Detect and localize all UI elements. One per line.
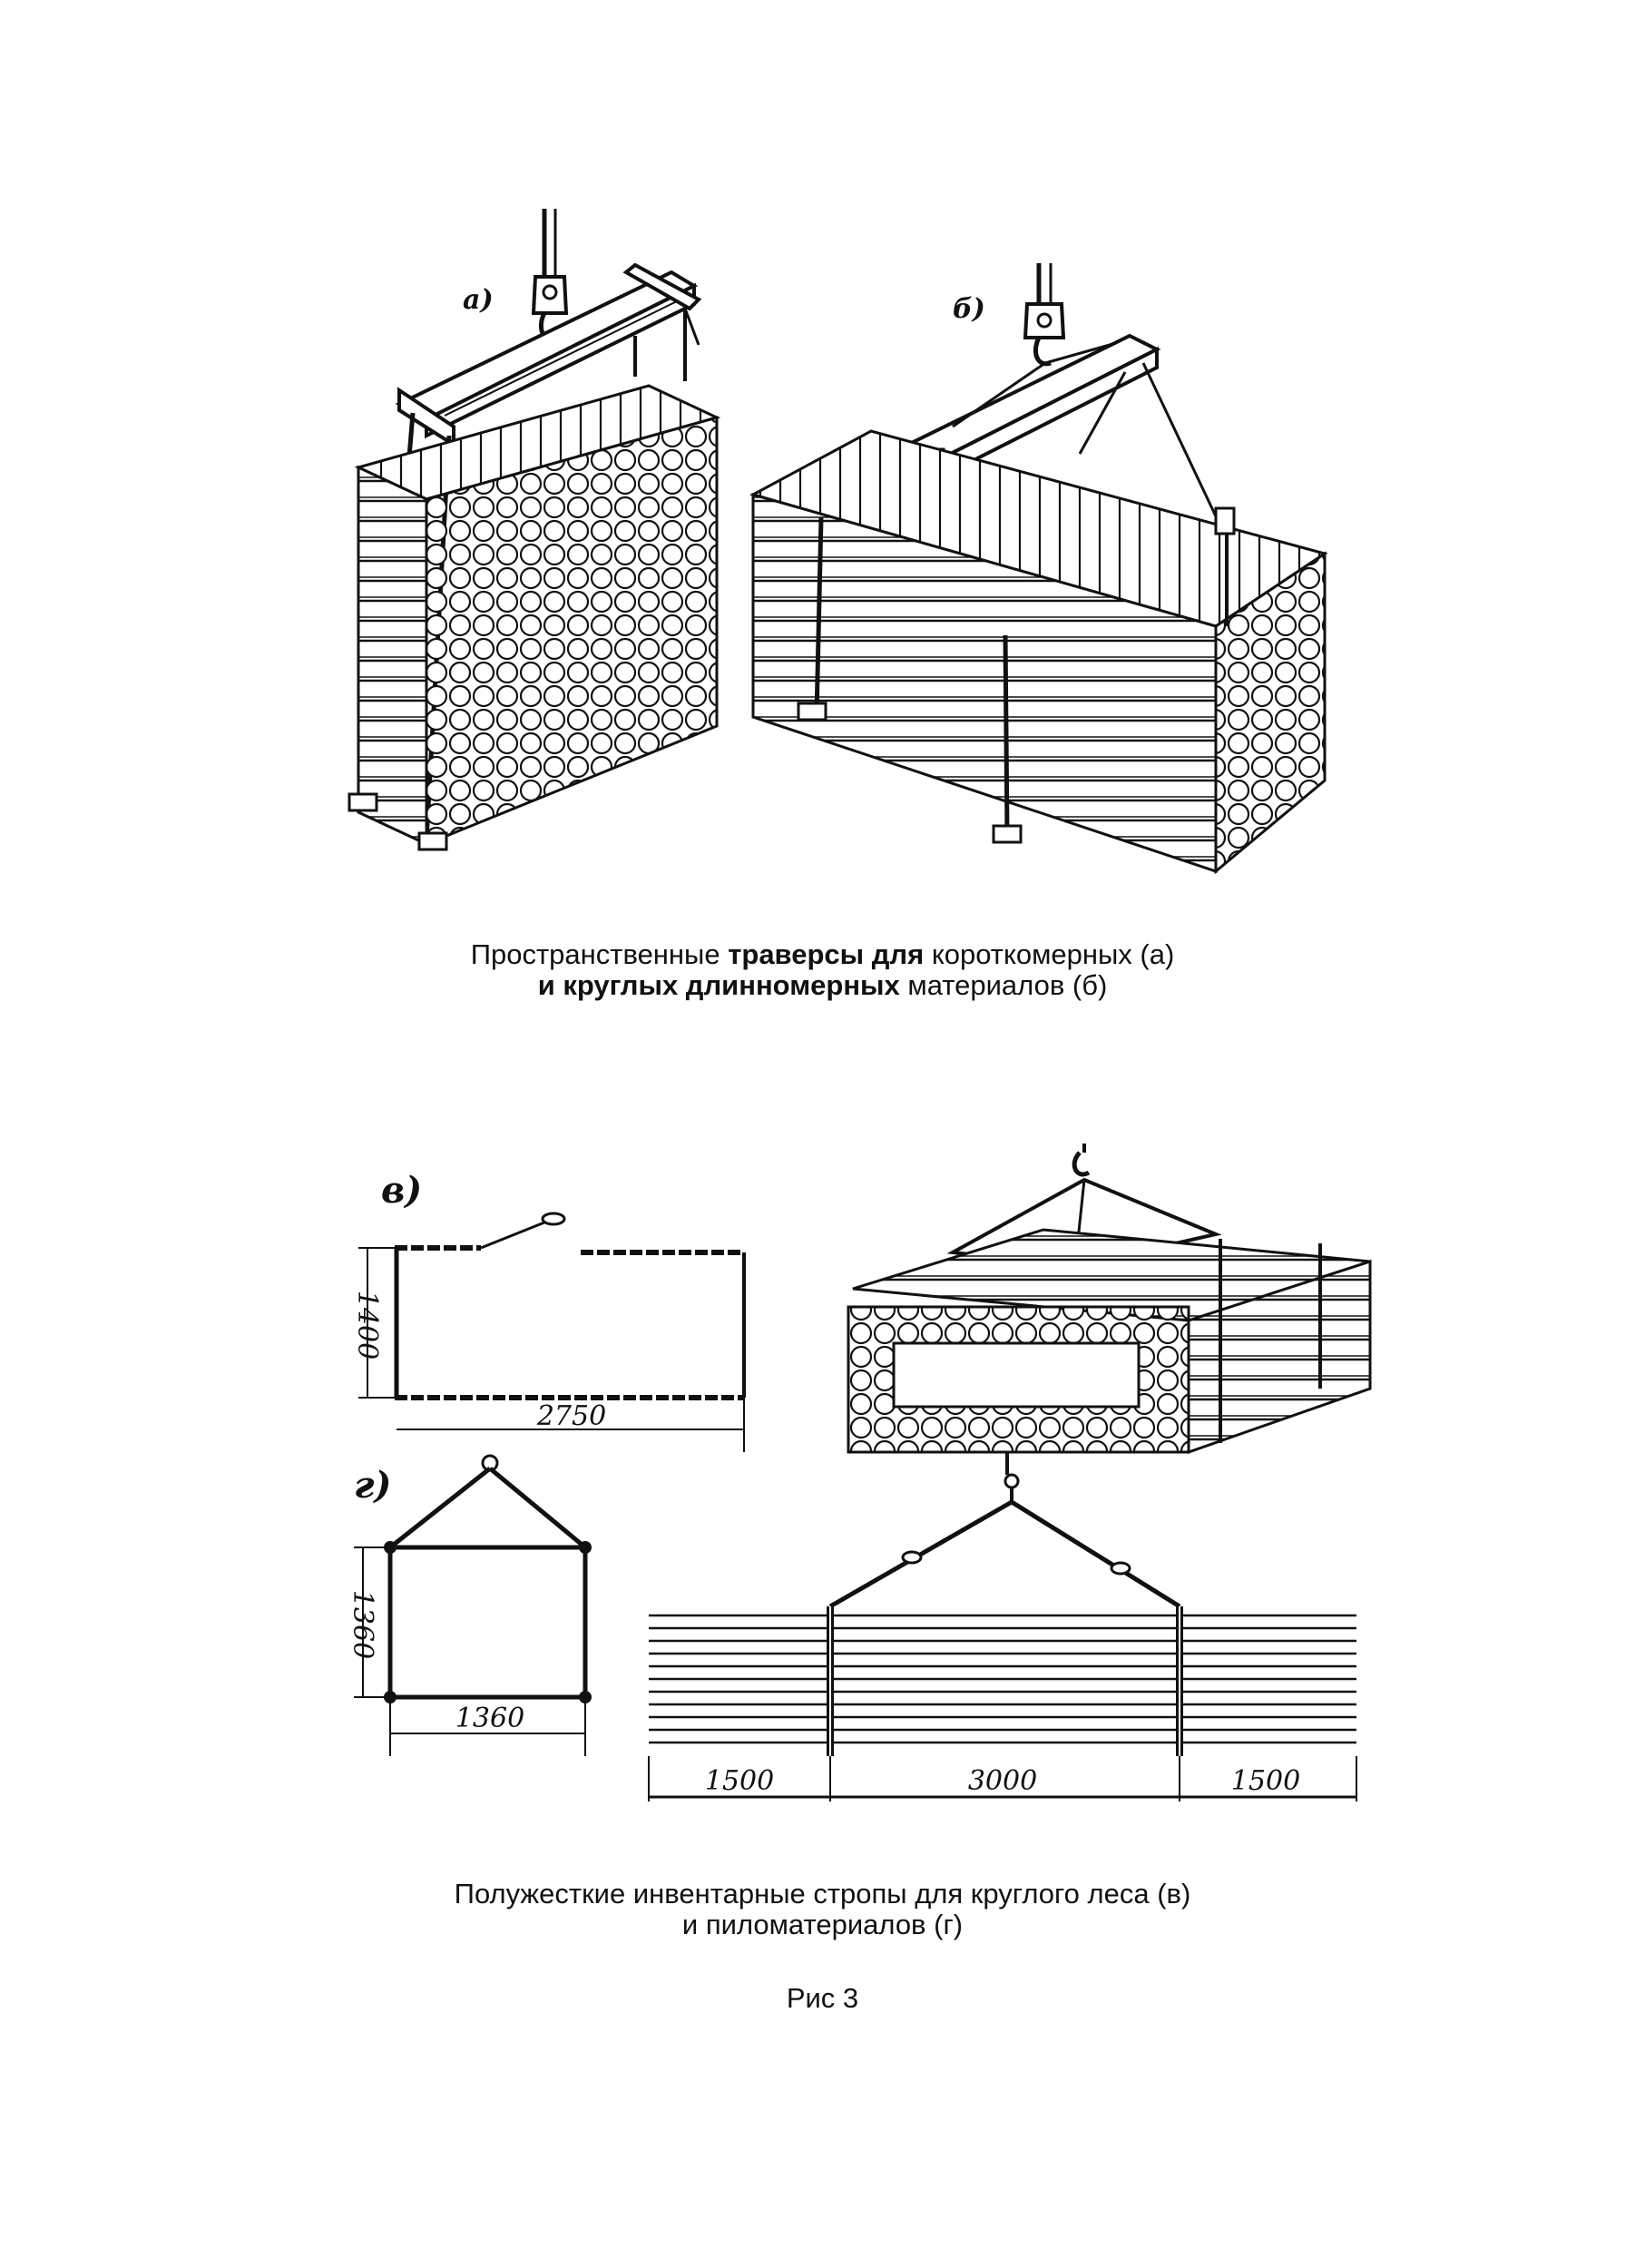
caption-traverses-part3: короткомерных (а) [931, 938, 1175, 970]
figure-traverses: а) б) [348, 209, 1328, 875]
dim-lumber-right: 1500 [1231, 1765, 1300, 1797]
caption-slings-line2: и пиломатериалов (г) [681, 1909, 964, 1940]
dim-g-height: 1360 [347, 1590, 378, 1659]
dim-v-width: 2750 [536, 1400, 606, 1432]
caption-slings: Полужесткие инвентарные стропы для кругл… [0, 1879, 1645, 1940]
label-v: в) [381, 1169, 422, 1212]
label-b: б) [953, 293, 985, 325]
dim-g-width: 1360 [455, 1703, 524, 1734]
figure-slings: в) 1400 2750 г) 136 [347, 1144, 1372, 1802]
lumber-package: 1500 3000 1500 [648, 1473, 1357, 1802]
label-g: г) [354, 1464, 391, 1507]
round-timber-bundle [847, 1144, 1372, 1475]
dim-lumber-left: 1500 [705, 1765, 774, 1797]
caption-slings-line1: Полужесткие инвентарные стропы для кругл… [454, 1878, 1191, 1910]
sling-round-timber-scheme: в) 1400 2750 [351, 1169, 746, 1452]
label-a: а) [463, 284, 494, 316]
traverse-short-materials: а) [348, 209, 721, 851]
sling-lumber-scheme: г) 1360 1360 [347, 1454, 592, 1756]
traverse-long-materials: б) [749, 263, 1328, 875]
dim-lumber-mid: 3000 [968, 1765, 1037, 1797]
caption-traverses: Пространственные траверсы для короткомер… [0, 939, 1645, 1001]
dim-v-height: 1400 [351, 1291, 383, 1360]
figure-number: Рис 3 [786, 1982, 859, 2014]
caption-traverses-part4: и круглых длинномерных [537, 969, 900, 1001]
caption-traverses-part5: материалов (б) [907, 969, 1108, 1001]
caption-traverses-part1: Пространственные [470, 938, 720, 970]
caption-traverses-part2: траверсы для [728, 938, 925, 970]
